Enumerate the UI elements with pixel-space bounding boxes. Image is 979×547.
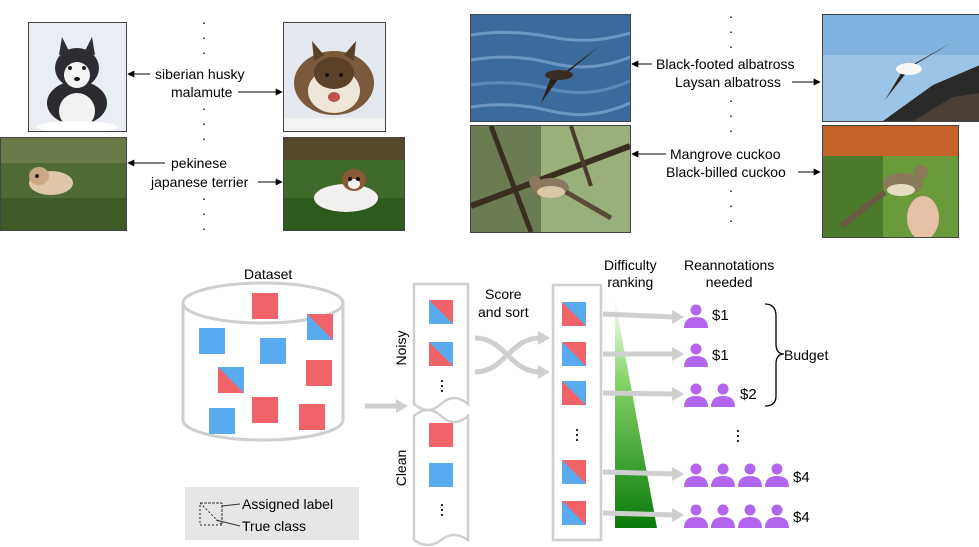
person-icon: [711, 463, 735, 487]
ellipsis-people: ...: [733, 428, 753, 443]
person-icon: [738, 504, 762, 528]
score-sort-arrows: [474, 335, 541, 375]
clean-column: [412, 408, 470, 547]
black-billed-cuckoo-photo: [822, 125, 959, 238]
label-laysan-albatross: Laysan albatross: [675, 74, 781, 90]
clean-label: Clean: [393, 450, 409, 487]
sorted-sample-2: [562, 342, 586, 366]
person-icon: [711, 383, 735, 407]
person-icon: [684, 383, 708, 407]
person-icon: [765, 504, 789, 528]
clean-sample-1: [429, 423, 453, 447]
rank-arrow-3: [602, 390, 675, 397]
person-icon: [684, 343, 708, 367]
score-sort-line1: Score: [485, 286, 522, 302]
japanese-terrier-photo: [283, 137, 405, 231]
difficulty-wedge: [615, 300, 657, 528]
dataset-sample-1: [252, 293, 278, 319]
score-sort-label: Score and sort: [478, 285, 529, 321]
rank-arrowhead-3: [672, 387, 684, 401]
dataset-cylinder: [181, 281, 345, 442]
dataset-sample-5: [218, 367, 244, 393]
label-mangrove-cuckoo: Mangrove cuckoo: [670, 146, 781, 162]
budget-label: Budget: [784, 347, 829, 363]
rank-arrowhead-1: [672, 310, 684, 324]
ellipsis-birds-mid: ...: [729, 89, 733, 135]
ellipsis-birds-top: ...: [729, 5, 733, 51]
rank-arrow-4: [602, 469, 675, 477]
price-3: $2: [740, 386, 757, 403]
label-siberian-husky: siberian husky: [155, 66, 245, 82]
black-footed-albatross-photo: [470, 14, 631, 122]
price-1: $1: [712, 307, 729, 324]
person-icon: [765, 463, 789, 487]
ellipsis-clean: ...: [437, 502, 457, 517]
noisy-label: Noisy: [393, 330, 409, 365]
noisy-column: [412, 282, 470, 412]
legend-true-class: True class: [242, 518, 307, 534]
reannotations-line1: Reannotations: [684, 257, 775, 273]
noisy-sample-2: [429, 342, 453, 366]
price-4: $4: [793, 469, 810, 486]
ellipsis-sorted: ...: [572, 427, 592, 442]
dataset-sample-7: [252, 397, 278, 423]
budget-brace: [764, 303, 785, 407]
rank-arrow-5: [602, 510, 675, 518]
mangrove-cuckoo-photo: [470, 125, 631, 233]
dataset-sample-8: [209, 408, 235, 434]
label-malamute: malamute: [171, 84, 233, 100]
husky-photo: [28, 22, 127, 132]
person-icon: [711, 504, 735, 528]
label-pekinese: pekinese: [171, 155, 228, 171]
malamute-photo: [283, 22, 386, 132]
sorted-column: [551, 283, 603, 542]
dataset-sample-2: [199, 328, 225, 354]
rank-arrowhead-4: [672, 467, 684, 481]
legend-assigned-label: Assigned label: [242, 496, 334, 512]
person-icon: [684, 463, 708, 487]
ellipsis-dogs-mid: ...: [202, 97, 206, 143]
label-japanese-terrier: japanese terrier: [151, 174, 249, 190]
sorted-sample-1: [562, 302, 586, 326]
dataset-sample-3: [307, 314, 333, 340]
difficulty-ranking-label: Difficulty ranking: [604, 257, 657, 291]
dataset-sample-6: [306, 360, 332, 386]
rank-arrowhead-2: [672, 347, 684, 361]
person-icon: [738, 463, 762, 487]
rank-arrow-1: [602, 311, 675, 320]
label-black-footed-albatross: Black-footed albatross: [656, 56, 795, 72]
laysan-albatross-photo: [822, 14, 979, 122]
difficulty-line2: ranking: [607, 274, 654, 290]
dataset-sample-4: [260, 338, 286, 364]
reannotations-line2: needed: [705, 274, 753, 290]
difficulty-line1: Difficulty: [604, 257, 657, 273]
ellipsis-dogs-bot: ...: [202, 187, 206, 233]
person-icon: [684, 304, 708, 328]
ellipsis-dogs-top: ...: [202, 11, 206, 57]
dataset-label: Dataset: [244, 266, 293, 282]
label-black-billed-cuckoo: Black-billed cuckoo: [666, 164, 786, 180]
noisy-sample-1: [429, 300, 453, 324]
ellipsis-noisy: ...: [437, 378, 457, 393]
score-sort-line2: and sort: [478, 304, 529, 320]
pekinese-photo: [0, 137, 127, 231]
dataset-sample-9: [299, 404, 325, 430]
clean-sample-2: [429, 463, 453, 487]
rank-arrowhead-5: [672, 508, 684, 522]
price-2: $1: [712, 347, 729, 364]
reannotations-needed-label: Reannotations needed: [684, 257, 774, 291]
sorted-sample-5: [562, 501, 586, 525]
person-icon: [684, 504, 708, 528]
sorted-sample-3: [562, 381, 586, 405]
sorted-sample-4: [562, 460, 586, 484]
price-5: $4: [793, 509, 810, 526]
ellipsis-birds-bot: ...: [729, 179, 733, 225]
